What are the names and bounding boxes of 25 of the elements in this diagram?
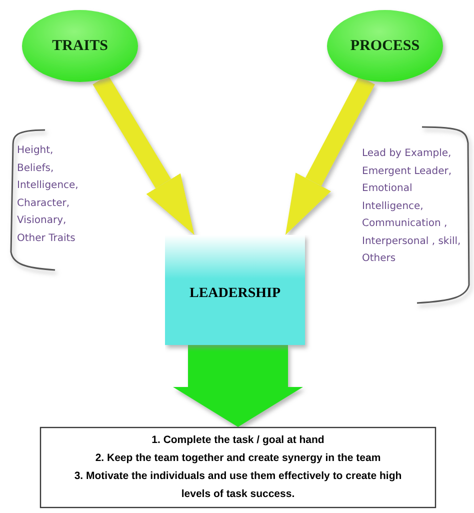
list-item: 2. Keep the team together and create synergy in the team	[95, 451, 381, 466]
ellipse-node	[20, 8, 140, 84]
list-item: Height,	[17, 144, 54, 158]
node-label: TRAITS	[52, 38, 108, 54]
process-box	[165, 235, 305, 345]
list-item: Emotional Intelligence,	[362, 182, 424, 214]
list-item: 1. Complete the task / goal at hand	[152, 433, 324, 448]
list-item: Visionary,	[17, 214, 68, 228]
ellipse-node	[325, 8, 445, 84]
list-item: Other Traits	[17, 232, 76, 246]
list-item: Interpersonal , skill,	[362, 234, 462, 248]
arrow	[92, 75, 194, 235]
outcome-box	[40, 427, 436, 508]
node-label: LEADERSHIP	[189, 286, 281, 302]
list-item: Intelligence,	[17, 179, 80, 193]
list-item: Lead by Example,	[362, 147, 452, 161]
arrow	[285, 76, 375, 235]
list-item: Emergent Leader,	[362, 164, 453, 178]
node-label: PROCESS	[350, 38, 420, 54]
list-item: Others	[362, 252, 397, 266]
list-item: Communication ,	[362, 217, 448, 231]
list-item: Character,	[17, 196, 71, 210]
list-item: Beliefs,	[17, 162, 55, 176]
list-item: 3. Motivate the individuals and use them effectively to create high levels of task success.	[73, 469, 403, 502]
block-arrow	[173, 345, 303, 427]
